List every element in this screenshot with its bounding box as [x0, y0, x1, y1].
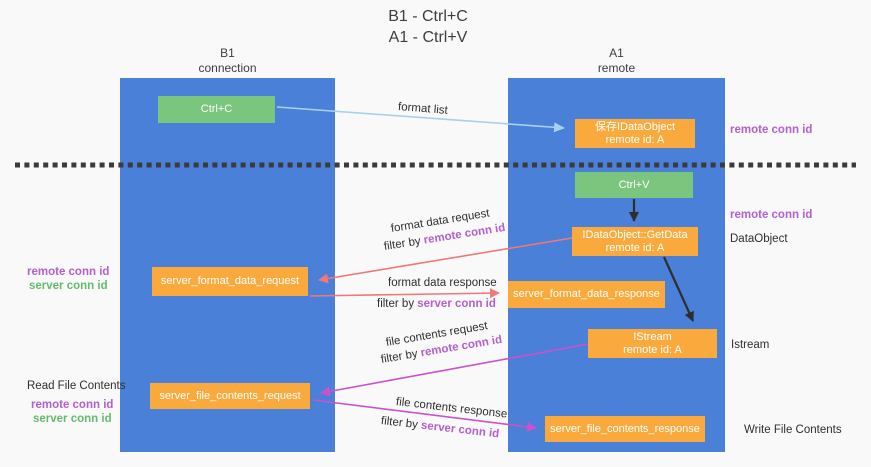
ctrl-c-label: Ctrl+C — [200, 103, 233, 115]
file-request-label: server_file_contents_request — [159, 389, 301, 402]
node-format-response: server_format_data_response — [508, 281, 665, 308]
label-left-mid-server: server conn id — [29, 280, 108, 292]
node-getdata: IDataObject::GetData remote id: A — [572, 227, 698, 256]
label-read-file-contents: Read File Contents — [27, 380, 126, 392]
istream-line1: IStream — [633, 330, 672, 343]
getdata-line1: IDataObject::GetData — [582, 228, 688, 241]
node-format-request: server_format_data_request — [152, 267, 308, 296]
label-write-file-contents: Write File Contents — [744, 424, 842, 436]
filter-by-text: filter by — [380, 347, 422, 366]
title-line-2: A1 - Ctrl+V — [388, 29, 468, 46]
filter-by-text: filter by — [383, 234, 425, 253]
lane-a1-role: remote — [597, 61, 636, 75]
label-format-list: format list — [397, 101, 449, 117]
filter-key-server-conn-id: server conn id — [417, 298, 496, 310]
lane-a1-name: A1 — [609, 46, 624, 60]
istream-line2: remote id: A — [623, 343, 682, 356]
lane-header-a1: A1 remote — [508, 46, 725, 76]
label-dataobject: DataObject — [730, 233, 788, 245]
label-left-bottom-remote: remote conn id — [31, 399, 114, 411]
ctrl-v-label: Ctrl+V — [618, 178, 650, 191]
filter-by-text: filter by — [377, 298, 418, 310]
title-line-1: B1 - Ctrl+C — [388, 8, 468, 25]
label-istream: Istream — [731, 339, 770, 351]
getdata-line2: remote id: A — [605, 241, 665, 254]
diagram-title: B1 - Ctrl+C A1 - Ctrl+V — [278, 6, 578, 48]
arrow-format-data-response — [309, 288, 500, 299]
node-ctrl-c: Ctrl+C — [158, 96, 275, 123]
label-remote-conn-id-top: remote conn id — [730, 124, 813, 136]
node-file-request: server_file_contents_request — [150, 383, 310, 409]
node-file-response: server_file_contents_response — [545, 416, 705, 442]
label-remote-conn-id-mid: remote conn id — [730, 209, 813, 221]
label-format-data-response: format data response — [388, 277, 497, 289]
save-dataobject-line2: remote id: A — [605, 133, 665, 146]
filter-key-server-conn-id: server conn id — [420, 419, 500, 441]
file-response-label: server_file_contents_response — [550, 422, 700, 435]
save-dataobject-line1: 保存IDataObject — [594, 120, 676, 133]
label-left-bottom-server: server conn id — [33, 413, 112, 425]
node-ctrl-v: Ctrl+V — [575, 172, 693, 198]
label-format-data-response-filter: filter by server conn id — [377, 297, 496, 311]
node-save-dataobject: 保存IDataObject remote id: A — [575, 119, 695, 148]
lane-header-b1: B1 connection — [120, 46, 335, 76]
lane-b1-role: connection — [198, 61, 257, 75]
filter-by-text: filter by — [380, 415, 422, 432]
label-left-mid-remote: remote conn id — [27, 266, 110, 278]
format-response-label: server_format_data_response — [513, 288, 660, 300]
node-istream: IStream remote id: A — [588, 329, 717, 358]
lane-b1-name: B1 — [220, 46, 235, 60]
format-request-label: server_format_data_request — [160, 275, 300, 287]
